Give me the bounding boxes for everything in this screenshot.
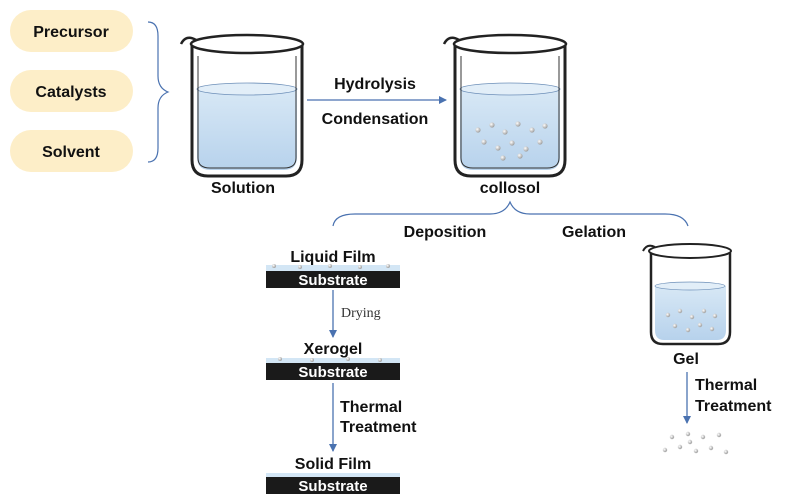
thermal-left-line2: Treatment xyxy=(340,419,417,436)
collosol-particles xyxy=(475,121,548,161)
xerogel-stack: Substrate xyxy=(266,357,400,381)
branch-brace xyxy=(332,200,689,227)
collosol-beaker xyxy=(442,33,568,178)
hydrolysis-label: Hydrolysis xyxy=(334,76,416,93)
drying-label: Drying xyxy=(341,306,381,321)
thermal-right-line2: Treatment xyxy=(695,398,772,415)
condensation-label: Condensation xyxy=(322,111,429,128)
substrate-label-1: Substrate xyxy=(298,272,367,289)
collosol-label: collosol xyxy=(480,180,540,197)
input-pill-solvent: Solvent xyxy=(10,130,133,172)
input-brace xyxy=(147,21,170,163)
input-pill-catalysts: Catalysts xyxy=(10,70,133,112)
xerogel-title: Xerogel xyxy=(304,341,363,358)
gel-beaker xyxy=(642,243,732,346)
thermal-right-line1: Thermal xyxy=(695,377,757,394)
solution-label: Solution xyxy=(211,180,275,197)
liquid-film-stack: Substrate xyxy=(266,264,400,289)
gel-label: Gel xyxy=(673,351,699,368)
solid-film-title: Solid Film xyxy=(295,456,371,473)
precursor-label: Precursor xyxy=(33,24,109,41)
catalysts-label: Catalysts xyxy=(35,84,106,101)
solution-beaker xyxy=(179,33,305,178)
gelation-label: Gelation xyxy=(562,224,626,241)
substrate-label-3: Substrate xyxy=(298,478,367,495)
gel-particles xyxy=(665,308,718,333)
input-pill-precursor: Precursor xyxy=(10,10,133,52)
solid-film-stack: Substrate xyxy=(266,473,400,495)
liquid-film-title: Liquid Film xyxy=(290,249,375,266)
powder-particles xyxy=(662,431,729,455)
deposition-label: Deposition xyxy=(404,224,487,241)
solvent-label: Solvent xyxy=(42,144,100,161)
thermal-left-line1: Thermal xyxy=(340,399,402,416)
substrate-label-2: Substrate xyxy=(298,364,367,381)
